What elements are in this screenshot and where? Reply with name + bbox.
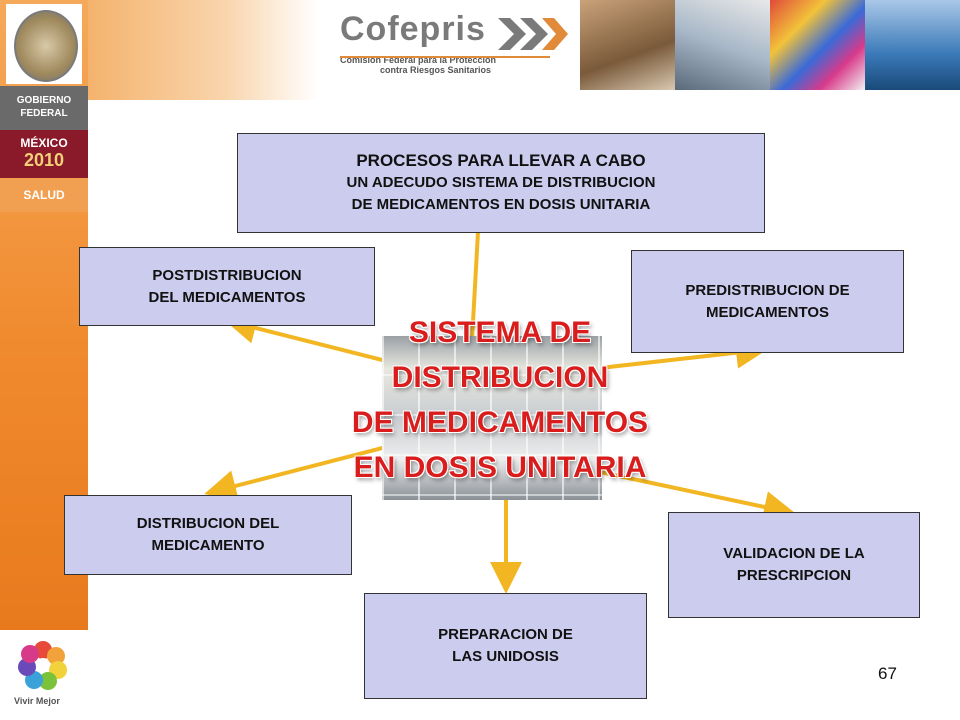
top-box-line2: UN ADECUDO SISTEMA DE DISTRIBUCION	[346, 174, 656, 191]
vivir-mejor-label: Vivir Mejor	[14, 696, 60, 706]
postdistribucion-box: POSTDISTRIBUCION DEL MEDICAMENTOS	[79, 247, 375, 326]
medication-drawer-photo	[382, 336, 602, 500]
cofepris-logo: Cofepris Comisión Federal para la Protec…	[340, 10, 550, 75]
header-banner: Cofepris Comisión Federal para la Protec…	[88, 0, 960, 100]
distribucion-line2: MEDICAMENTO	[151, 537, 265, 554]
cofepris-subtitle-1: Comisión Federal para la Protección	[340, 55, 497, 65]
preparacion-box: PREPARACION DE LAS UNIDOSIS	[364, 593, 647, 699]
lab-photo	[675, 0, 770, 90]
arrow-from-top	[470, 231, 480, 341]
distribucion-box: DISTRIBUCION DEL MEDICAMENTO	[64, 495, 352, 575]
center-title-line2: DISTRIBUCION	[391, 361, 609, 394]
top-process-box: PROCESOS PARA LLEVAR A CABO UN ADECUDO S…	[237, 133, 765, 233]
mexico-seal-logo	[6, 4, 82, 84]
center-title-line3: DE MEDICAMENTOS	[351, 406, 649, 439]
arrow-to-predistribucion	[599, 336, 768, 370]
arrow-to-distribucion	[204, 444, 391, 502]
predistribucion-line1: PREDISTRIBUCION DE	[685, 281, 850, 299]
vivir-mejor-flower-icon	[18, 641, 67, 690]
page-number: 67	[878, 664, 897, 683]
validacion-line1: VALIDACION DE LA	[723, 545, 865, 562]
cofepris-subtitle-2: contra Riesgos Sanitarios	[380, 65, 492, 75]
preparacion-line1: PREPARACION DE	[438, 626, 573, 643]
preparacion-line2: LAS UNIDOSIS	[452, 648, 559, 665]
cofepris-wordmark: Cofepris	[340, 10, 486, 48]
postdistribucion-line1: POSTDISTRIBUCION	[152, 266, 302, 284]
cofepris-underline	[340, 56, 550, 58]
top-box-line3: DE MEDICAMENTOS EN DOSIS UNITARIA	[351, 196, 651, 213]
arrow-to-postdistribucion	[224, 312, 391, 364]
gobierno-federal-badge: GOBIERNO FEDERAL	[0, 86, 88, 130]
header-gradient	[88, 0, 318, 100]
sidebar: GOBIERNO FEDERAL MÉXICO 2010 SALUD Vivir…	[0, 0, 88, 720]
top-box-line1: PROCESOS PARA LLEVAR A CABO	[356, 151, 646, 170]
mexico-2010-badge: MÉXICO 2010	[0, 130, 88, 178]
drawer-grid	[382, 336, 602, 500]
predistribucion-box: PREDISTRIBUCION DE MEDICAMENTOS	[631, 250, 904, 353]
distribucion-line1: DISTRIBUCION DEL	[136, 515, 280, 532]
mexico-label: MÉXICO	[20, 136, 68, 150]
validacion-line2: PRESCRIPCION	[736, 567, 852, 584]
center-title-line4: EN DOSIS UNITARIA	[353, 451, 647, 484]
header-photo-strip	[580, 0, 960, 90]
pharmacy-photo	[580, 0, 675, 90]
chevrons-icon	[498, 18, 568, 50]
gov-line2: FEDERAL	[20, 108, 68, 119]
pills-photo	[770, 0, 865, 90]
seal-emblem-icon	[14, 10, 78, 82]
postdistribucion-line2: DEL MEDICAMENTOS	[148, 288, 306, 306]
gov-line1: GOBIERNO	[16, 95, 72, 106]
center-title-line1: SISTEMA DE	[408, 316, 592, 349]
validacion-box: VALIDACION DE LA PRESCRIPCION	[668, 512, 920, 618]
salud-badge: SALUD	[0, 178, 88, 212]
predistribucion-line2: MEDICAMENTOS	[705, 303, 830, 321]
center-title: SISTEMA DE DISTRIBUCION DE MEDICAMENTOS …	[330, 310, 670, 490]
bottles-photo	[865, 0, 960, 90]
arrow-to-validacion	[599, 470, 796, 523]
year-label: 2010	[23, 150, 65, 170]
